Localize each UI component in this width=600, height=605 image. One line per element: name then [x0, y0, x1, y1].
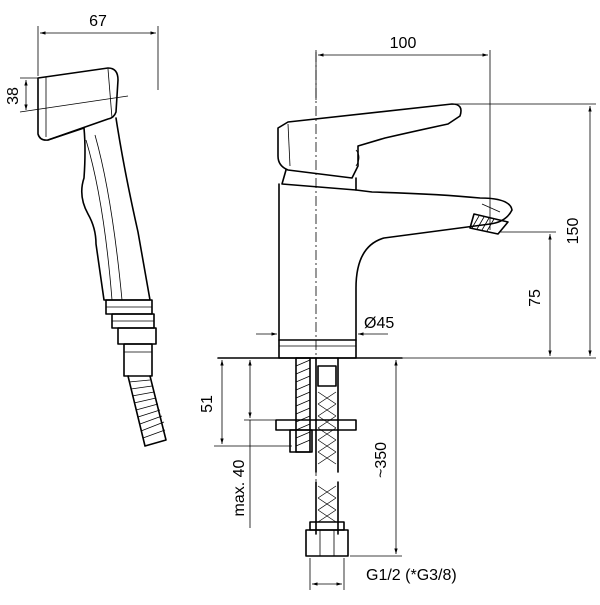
dimension-label-body-diameter: Ø45 — [364, 315, 394, 332]
dimension-shank-length: 51 — [199, 360, 292, 447]
dimension-body-diameter: Ø45 — [256, 315, 394, 336]
mixer-tap — [217, 52, 513, 557]
dimension-label-spout-height: 75 — [527, 289, 544, 307]
dimension-hose-length: ~350 — [350, 360, 402, 557]
dimension-spout-height: 75 — [500, 231, 556, 356]
hand-shower — [37, 67, 167, 447]
dimension-label-max-counter-thickness: max. 40 — [231, 459, 248, 516]
dimension-label-total-height: 150 — [565, 218, 582, 245]
dimension-connection-thread: G1/2 (*G3/8) — [309, 558, 457, 590]
dimension-label-hose-length: ~350 — [373, 442, 390, 478]
dimension-shower-height: 38 — [5, 77, 129, 113]
dimension-total-height: 150 — [402, 103, 596, 359]
dimension-spout-reach: 100 — [315, 35, 491, 230]
dimension-max-counter-thickness: max. 40 — [231, 360, 276, 528]
dimension-label-shower-height: 38 — [5, 87, 22, 105]
dimension-label-spout-reach: 100 — [390, 35, 417, 52]
dimension-label-shank-length: 51 — [199, 395, 216, 413]
dimension-shower-width: 67 — [37, 13, 159, 90]
dimension-label-connection-thread: G1/2 (*G3/8) — [366, 567, 457, 584]
dimension-label-shower-width: 67 — [89, 13, 107, 30]
